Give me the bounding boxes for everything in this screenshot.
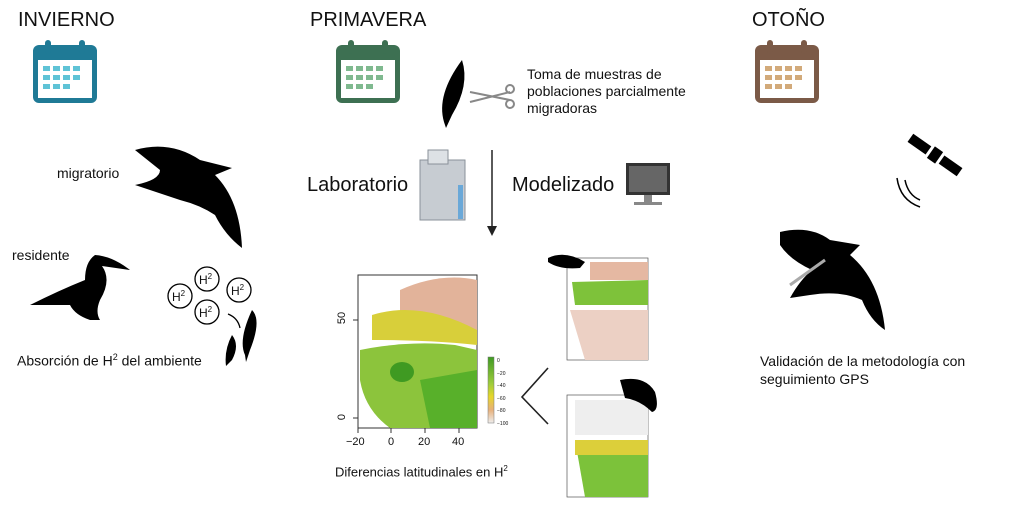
signal-waves-icon: [896, 177, 921, 208]
calendar-icon-autumn: [755, 40, 819, 103]
x-tick: 40: [452, 436, 465, 448]
scissors-icon: [469, 84, 515, 109]
season-title-autumn: OTOÑO: [752, 9, 825, 31]
legend-ticks: 0−20−40−60−80−100: [497, 358, 509, 427]
feather-icon: [442, 60, 465, 128]
perched-bird-icon: [30, 255, 130, 320]
y-tick: 50: [336, 311, 349, 325]
gps-tagged-bird-icon: [780, 229, 885, 330]
flying-bird-icon: [135, 146, 242, 248]
gps-tag-icon: [789, 258, 826, 287]
h2-label: H2: [199, 305, 213, 320]
x-tick: −20: [346, 436, 365, 448]
calendar-icon-spring: [336, 40, 400, 103]
computer-monitor-icon: [626, 163, 670, 205]
calendar-icon-winter: [33, 40, 97, 103]
isotope-map: [357, 274, 478, 429]
resident-label: residente: [12, 247, 70, 263]
laboratory-label: Laboratorio: [307, 174, 409, 196]
branch-arrows: [520, 367, 549, 425]
resident-map: [566, 378, 657, 498]
feather-icon: [225, 310, 257, 366]
season-title-winter: INVIERNO: [18, 9, 115, 31]
x-tick: 0: [388, 436, 395, 448]
h2-label: H2: [231, 283, 245, 298]
season-title-spring: PRIMAVERA: [310, 9, 427, 31]
h2-label: H2: [199, 272, 213, 287]
modeling-label: Modelizado: [512, 174, 615, 196]
absorption-label: Absorción de H2 del ambiente: [17, 352, 202, 369]
y-tick: 0: [336, 413, 349, 421]
satellite-icon: [907, 133, 963, 177]
migratory-label: migratorio: [57, 165, 120, 181]
map-caption: Diferencias latitudinales en H2: [335, 464, 508, 480]
color-legend: [487, 356, 495, 424]
x-tick: 20: [418, 436, 431, 448]
lab-instrument-icon: [419, 149, 466, 221]
migratory-map: [548, 254, 649, 361]
h2-molecules: [167, 266, 252, 325]
h2-label: H2: [172, 289, 186, 304]
arrow-icon: [227, 313, 241, 329]
